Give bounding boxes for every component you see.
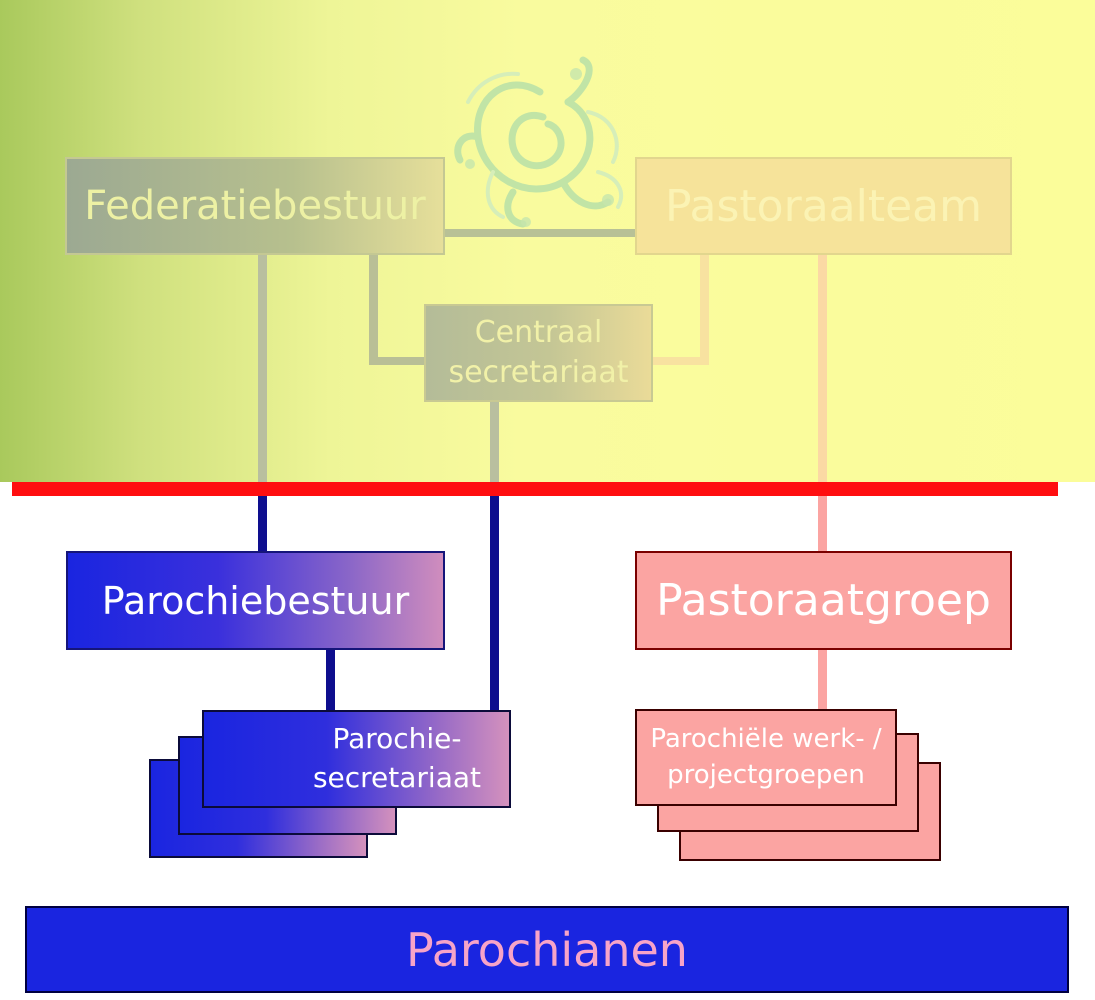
connector-fed-pastoraal	[445, 229, 635, 237]
connector-pastoraatgroep-up	[818, 496, 827, 551]
connector-past-down	[818, 255, 827, 482]
parochiele-werkgroepen-box: Parochiële werk- / projectgroepen	[635, 709, 897, 806]
connector-fed-secretariaat-h	[369, 357, 424, 365]
connector-centraal-down	[490, 402, 499, 482]
connector-parochiebestuur-secretariaat	[326, 650, 335, 710]
parochie-secretariaat-box: Parochie- secretariaat	[202, 710, 511, 808]
connector-parochiesecretariaat-up	[490, 496, 499, 710]
connector-pastoraatgroep-werkgroepen	[818, 650, 827, 709]
connector-fed-secretariaat-v	[369, 255, 378, 365]
connector-parochiebestuur-up	[258, 496, 267, 551]
connector-past-secretariaat-v	[700, 255, 709, 365]
federation-parish-separator	[12, 482, 1058, 496]
pastoraatgroep-box: Pastoraatgroep	[635, 551, 1012, 650]
parochiebestuur-box: Parochiebestuur	[66, 551, 445, 650]
connector-fed-down	[258, 255, 267, 482]
parochianen-bar: Parochianen	[25, 906, 1069, 993]
connector-past-secretariaat-h	[653, 357, 709, 365]
centraal-secretariaat-box: Centraal secretariaat	[424, 304, 653, 402]
federatiebestuur-box: Federatiebestuur	[65, 157, 445, 255]
swirl-emblem-icon	[454, 56, 624, 228]
pastoraalteam-box: Pastoraalteam	[635, 157, 1012, 255]
